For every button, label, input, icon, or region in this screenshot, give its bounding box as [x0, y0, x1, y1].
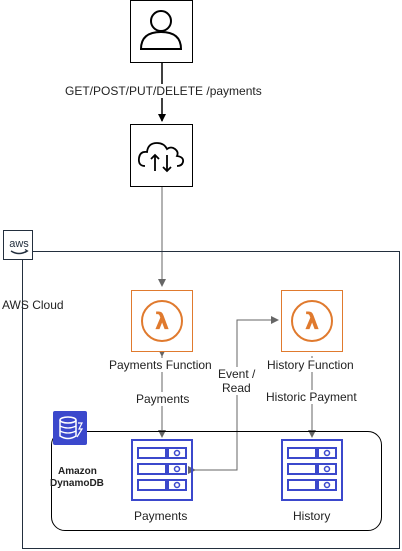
aws-logo-icon: aws: [3, 230, 33, 260]
dynamodb-group: [51, 431, 382, 531]
payments-edge-label: Payments: [136, 392, 190, 406]
aws-cloud-label: AWS Cloud: [2, 298, 64, 312]
table-icon: [131, 439, 193, 501]
event-read-label-line2: Read: [222, 381, 251, 395]
api-gateway-box[interactable]: [130, 124, 193, 187]
dynamodb-label-line1: Amazon: [58, 466, 97, 477]
cloud-upload-download-icon: [137, 142, 185, 173]
dynamodb-label-line2: DynamoDB: [50, 478, 104, 489]
user-icon: [139, 10, 183, 50]
client-box[interactable]: [130, 0, 193, 63]
lambda-icon: λ: [291, 300, 333, 342]
payments-table-box[interactable]: [131, 439, 193, 501]
event-read-arrow: [188, 316, 279, 474]
table-icon: [281, 439, 343, 501]
payments-function-label: Payments Function: [109, 358, 212, 372]
payments-function-box[interactable]: λ: [131, 290, 193, 352]
svg-text:aws: aws: [9, 238, 29, 250]
aws-cloud-group: [22, 251, 400, 549]
request-label: GET/POST/PUT/DELETE /payments: [65, 84, 262, 98]
event-read-label-line1: Event /: [218, 367, 256, 381]
lambda-icon: λ: [141, 300, 183, 342]
payments-table-label: Payments: [134, 509, 188, 523]
history-table-label: History: [293, 509, 331, 523]
history-function-label: History Function: [267, 358, 354, 372]
svg-text:λ: λ: [155, 309, 170, 335]
dynamodb-icon: [53, 411, 87, 445]
history-table-box[interactable]: [281, 439, 343, 501]
historic-payment-label: Historic Payment: [266, 390, 357, 404]
svg-text:λ: λ: [305, 309, 320, 335]
history-function-box[interactable]: λ: [281, 290, 343, 352]
